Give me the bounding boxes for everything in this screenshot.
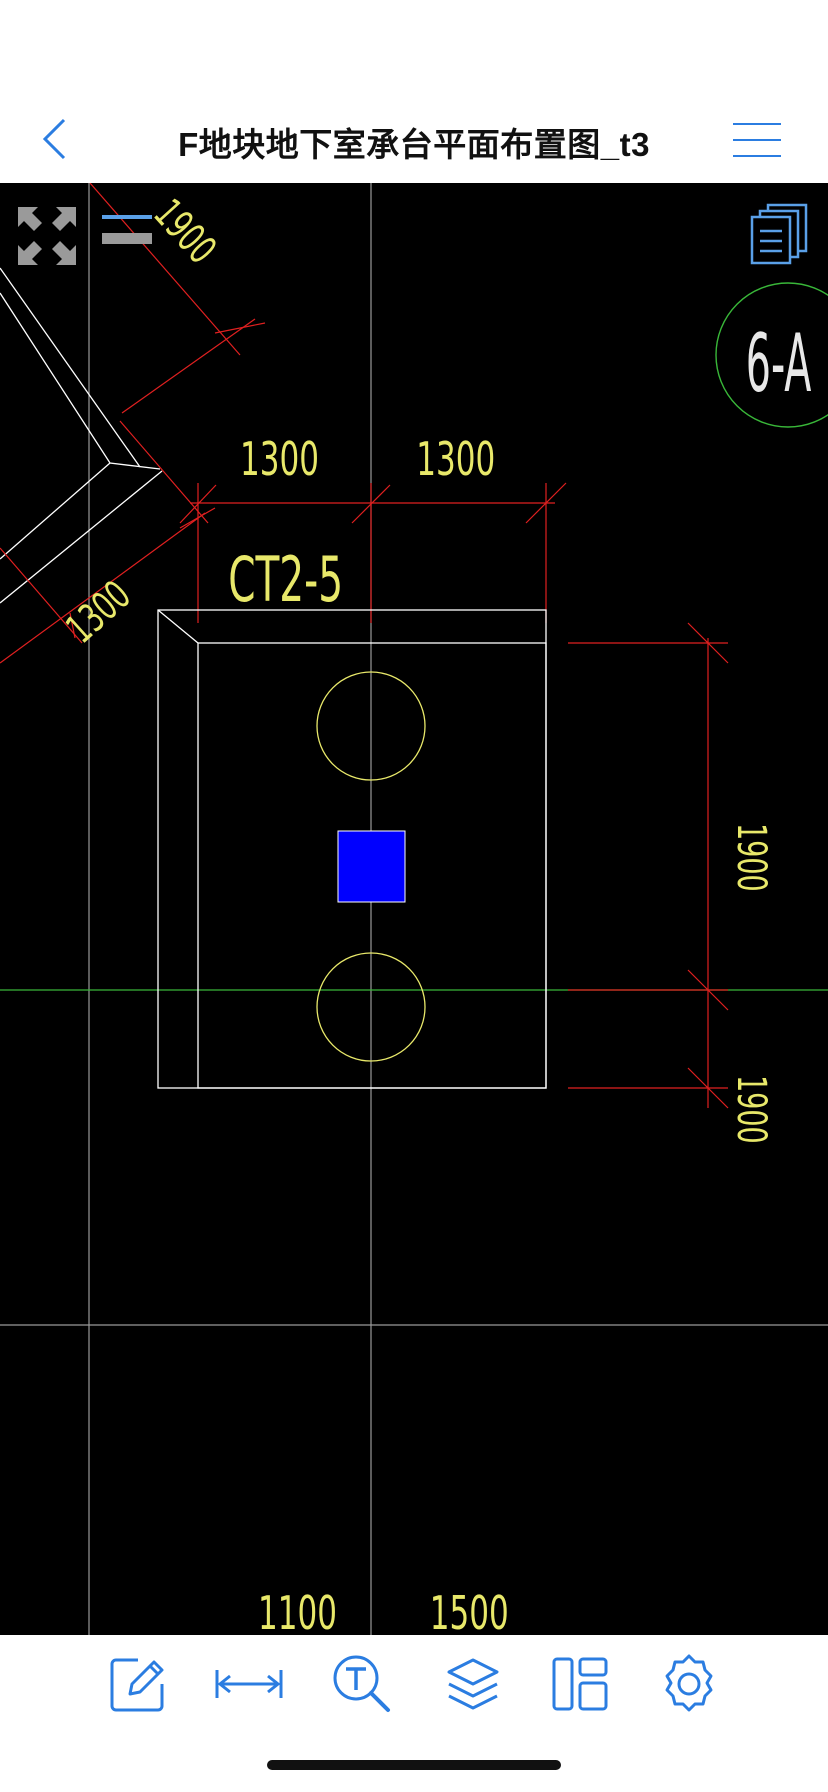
axis-bubble-circle: [715, 282, 828, 428]
dim-text-top-right: 1300: [416, 432, 495, 486]
diag-dim-line-ext: [121, 318, 256, 414]
right-dim-tick-bottom: [687, 1067, 729, 1109]
stacked-pages-icon: [750, 203, 808, 265]
expand-arrows-icon: [18, 207, 76, 265]
home-indicator: [267, 1760, 561, 1770]
text-search-icon: [333, 1655, 390, 1712]
top-dim-tick-right: [525, 482, 567, 524]
measure-distance-icon: [215, 1670, 283, 1698]
page-title: F地块地下室承台平面布置图_t3: [178, 126, 650, 163]
diag-dim-tick-a: [214, 322, 266, 334]
right-dim-tick-top: [687, 622, 729, 664]
top-dim-tick-center: [351, 484, 391, 524]
cap-label-text: CT2-5: [228, 543, 343, 616]
diag-dim-line-mid: [119, 420, 209, 524]
hamburger-menu-icon: [733, 123, 781, 157]
line-weight-icon: [102, 215, 152, 244]
dim-text-bottom-left: 1100: [258, 1586, 337, 1635]
cad-drawing: 6-A 1300 1300 CT2-5 1900 1300 1900 1900 …: [0, 183, 828, 1635]
layout-button[interactable]: [545, 1649, 615, 1719]
top-dim-tick-left: [179, 484, 217, 524]
column-block: [337, 830, 406, 903]
settings-gear-icon: [665, 1654, 713, 1712]
menu-button[interactable]: [722, 112, 792, 168]
pile-circle-top: [316, 671, 426, 781]
layers-icon: [447, 1658, 499, 1710]
layers-button[interactable]: [438, 1649, 508, 1719]
measure-button[interactable]: [214, 1649, 284, 1719]
dim-text-diag-mid: 1300: [58, 572, 140, 652]
dim-text-right-upper: 1900: [728, 823, 774, 892]
diag-dim-tick-b: [69, 612, 76, 639]
annotate-button[interactable]: [103, 1649, 173, 1719]
top-nav-bar: F地块地下室承台平面布置图_t3: [0, 0, 828, 183]
diag-dim-line-top: [89, 183, 241, 356]
pile-cap-chamfer: [157, 609, 199, 644]
fullscreen-button[interactable]: [14, 203, 80, 269]
line-weight-button[interactable]: [98, 207, 158, 257]
right-dim-tick-mid: [687, 969, 729, 1011]
neighbor-cap-edge-b: [0, 462, 111, 560]
text-search-button[interactable]: [327, 1649, 397, 1719]
dim-text-right-lower: 1900: [728, 1075, 774, 1144]
dim-text-top-left: 1300: [240, 432, 319, 486]
diag-dim-line-long2: [0, 547, 83, 644]
dim-text-bottom-right: 1500: [430, 1586, 509, 1635]
diag-dim-line-long: [0, 512, 206, 664]
neighbor-cap-edge-a: [0, 267, 141, 468]
back-button[interactable]: [28, 112, 82, 166]
drawing-canvas[interactable]: 6-A 1300 1300 CT2-5 1900 1300 1900 1900 …: [0, 183, 828, 1635]
chevron-left-icon: [42, 118, 66, 160]
neighbor-cap-edge-c: [0, 470, 163, 604]
pile-cap-inner: [197, 642, 547, 1089]
layouts-button[interactable]: [748, 201, 812, 267]
axis-bubble-label: 6-A: [746, 318, 812, 411]
pile-circle-bottom: [316, 952, 426, 1062]
bottom-toolbar: [0, 1635, 828, 1792]
layout-panels-icon: [552, 1657, 608, 1711]
pencil-annotate-icon: [110, 1658, 164, 1712]
settings-button[interactable]: [654, 1649, 724, 1719]
